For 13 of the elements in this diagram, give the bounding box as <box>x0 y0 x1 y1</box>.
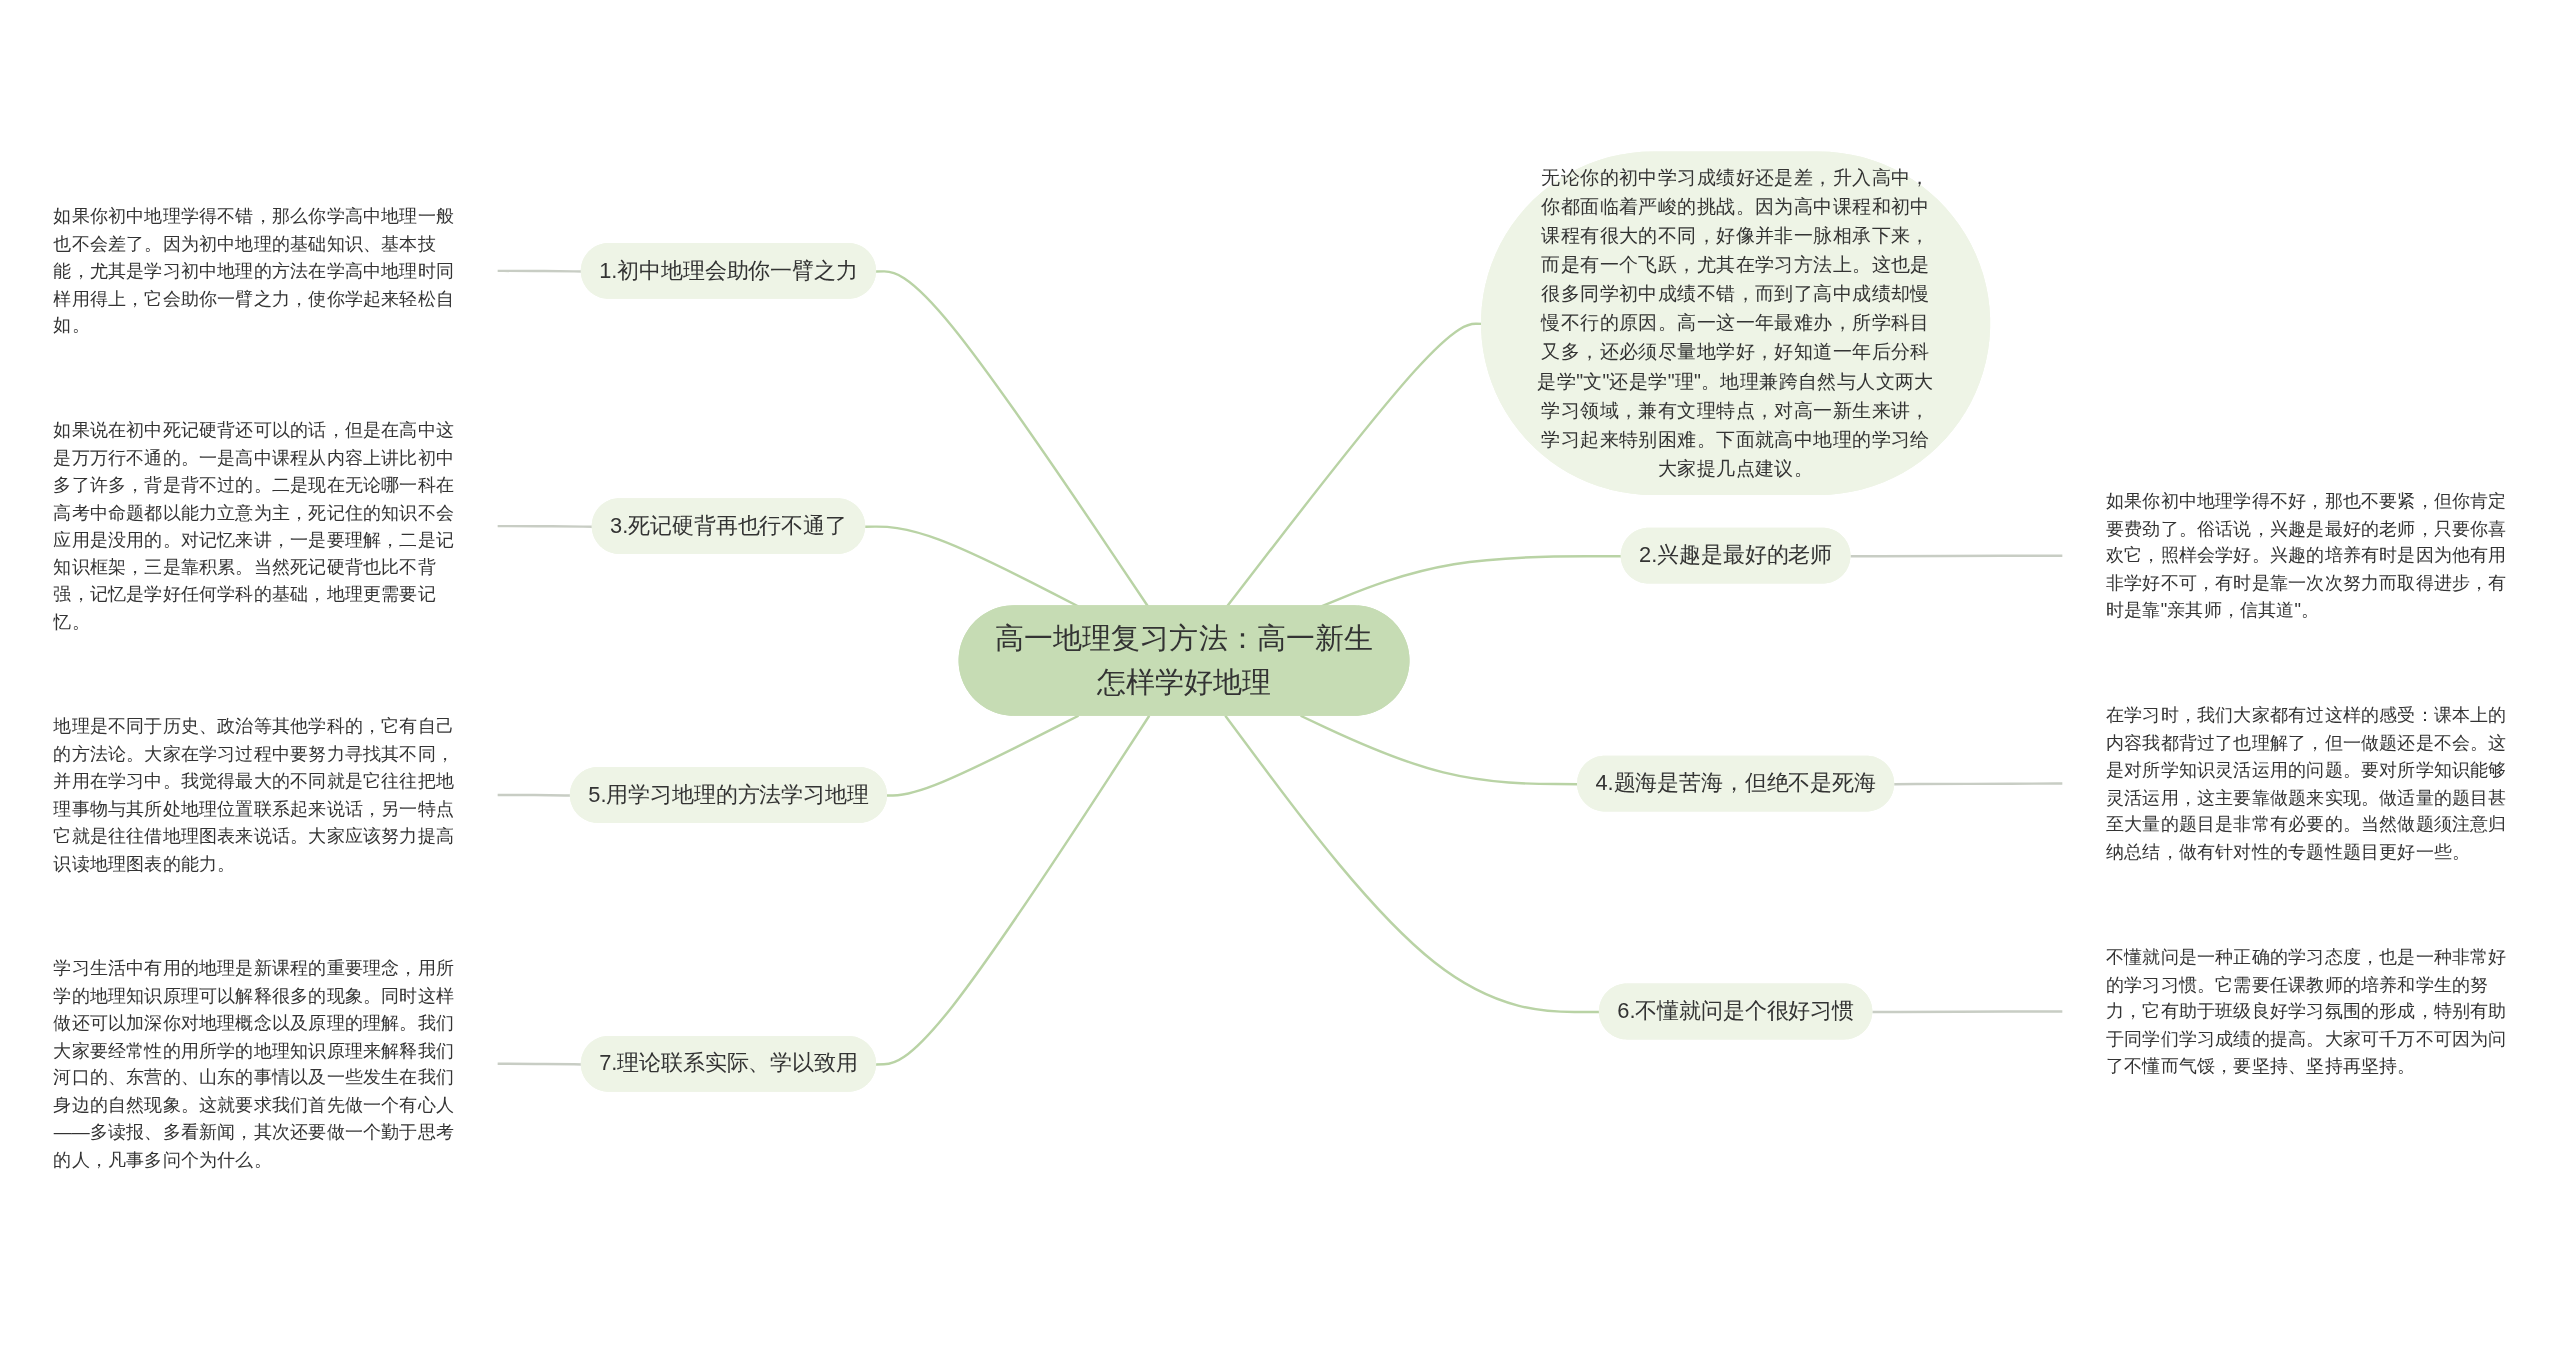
connector <box>1850 554 2063 558</box>
connector <box>497 524 593 528</box>
node-text: 如果你初中地理学得不错，那么你学高中地理一般也不会差了。因为初中地理的基础知识、基本技能，尤其是学习初中地理的方法在学高中地理时同样用得上，它会助你一臂之力，使你学起来轻松自如。 <box>53 205 454 335</box>
connector <box>876 715 1151 1066</box>
node-text: 在学习时，我们大家都有过这样的感受：课本上的内容我都背过了也理解了，但一做题还是不会。这是对所学知识灵活运用的问题。要对所学知识能够灵活运用，这主要靠做题来实现。做适量的题目甚至大量的题目是非常有必要的。当然做题须注意归纳总结，做有针对性的专题性题目更好一些。 <box>2106 704 2507 862</box>
node-text: 学习生活中有用的地理是新课程的重要理念，用所学的地理知识原理可以解释很多的现象。同时这样做还可以加深你对地理概念以及原理的理解。我们大家要经常性的用所学的地理知识原理来解释我们河口的、东营的、山东的事情以及一些发生在我们身边的自然现象。这就要求我们首先做一个有心人——多读报、多看新闻，其次还要做一个勤于思考的人，凡事多问个为什么。 <box>53 957 454 1169</box>
connector <box>886 714 1080 797</box>
connector <box>1894 782 2063 786</box>
node-text: 如果说在初中死记硬背还可以的话，但是在高中这是万万行不通的。一是高中课程从内容上讲比初中多了许多，背是背不过的。二是现在无论哪一科在高考中命题都以能力立意为主，死记住的知识不会应用是没用的。对记忆来讲，一是要理解，二是记知识框架，三是靠积累。当然死记硬背也比不背强，记忆是学好任何学科的基础，地理更需要记忆。 <box>53 419 454 632</box>
node-text: 如果你初中地理学得不好，那也不要紧，但你肯定要费劲了。俗话说，兴趣是最好的老师，只要你喜欢它，照样会学好。兴趣的培养有时是因为他有用非学好不可，有时是靠一次次努力而取得进步，有时是靠"亲其师，信其道"。 <box>2106 489 2507 620</box>
node-text: 不懂就问是一种正确的学习态度，也是一种非常好的学习习惯。它需要任课教师的培养和学生的努力，它有助于班级良好学习氛围的形成，特别有助于同学们学习成绩的提高。大家可千万不可因为问了不懂而气馁，要坚持、坚持再坚持。 <box>2106 945 2507 1076</box>
connector <box>1872 1010 2063 1014</box>
node-text: 地理是不同于历史、政治等其他学科的，它有自己的方法论。大家在学习过程中要努力寻找其不同，并用在学习中。我觉得最大的不同就是它往往把地理事物与其所处地理位置联系起来说话，另一特点它就是往往借地理图表来说话。大家应该努力提高识读地理图表的能力。 <box>53 715 454 873</box>
